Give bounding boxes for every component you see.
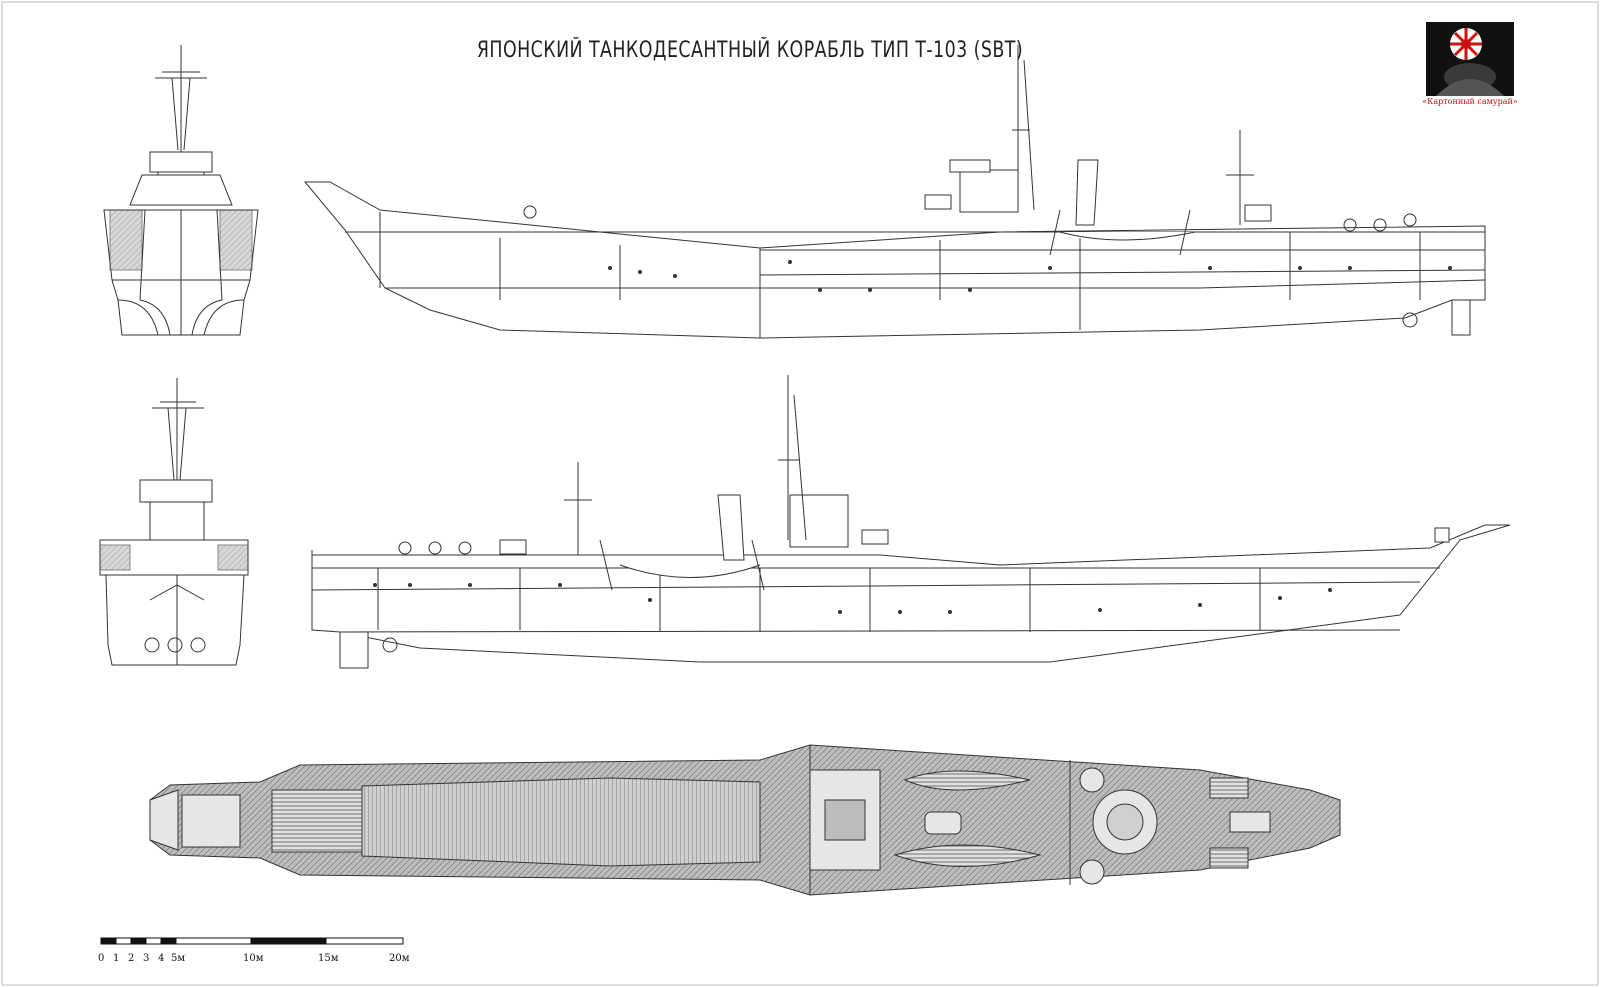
scale-label-20: 20м (389, 953, 410, 964)
rear-view (99, 378, 249, 666)
scale-label-5: 5м (171, 953, 186, 964)
scale-label-10: 10м (243, 953, 264, 964)
logo-caption: «Картонный самурай» (1422, 97, 1518, 106)
scale-label-3: 3 (143, 953, 150, 964)
scale-label-15: 15м (318, 953, 339, 964)
deck-plan (149, 744, 1341, 896)
rising-sun-samurai-logo-icon (1426, 22, 1514, 112)
scale-label-4: 4 (158, 953, 165, 964)
scale-label-1: 1 (113, 953, 120, 964)
starboard-profile (303, 45, 1486, 339)
scale-label-2: 2 (128, 953, 135, 964)
drawing-title: ЯПОНСКИЙ ТАНКОДЕСАНТНЫЙ КОРАБЛЬ ТИП Т-10… (476, 38, 1024, 63)
scale-label-0: 0 (98, 953, 105, 964)
front-view-top (103, 45, 259, 336)
scale-bar (100, 937, 404, 945)
port-profile (311, 375, 1511, 669)
